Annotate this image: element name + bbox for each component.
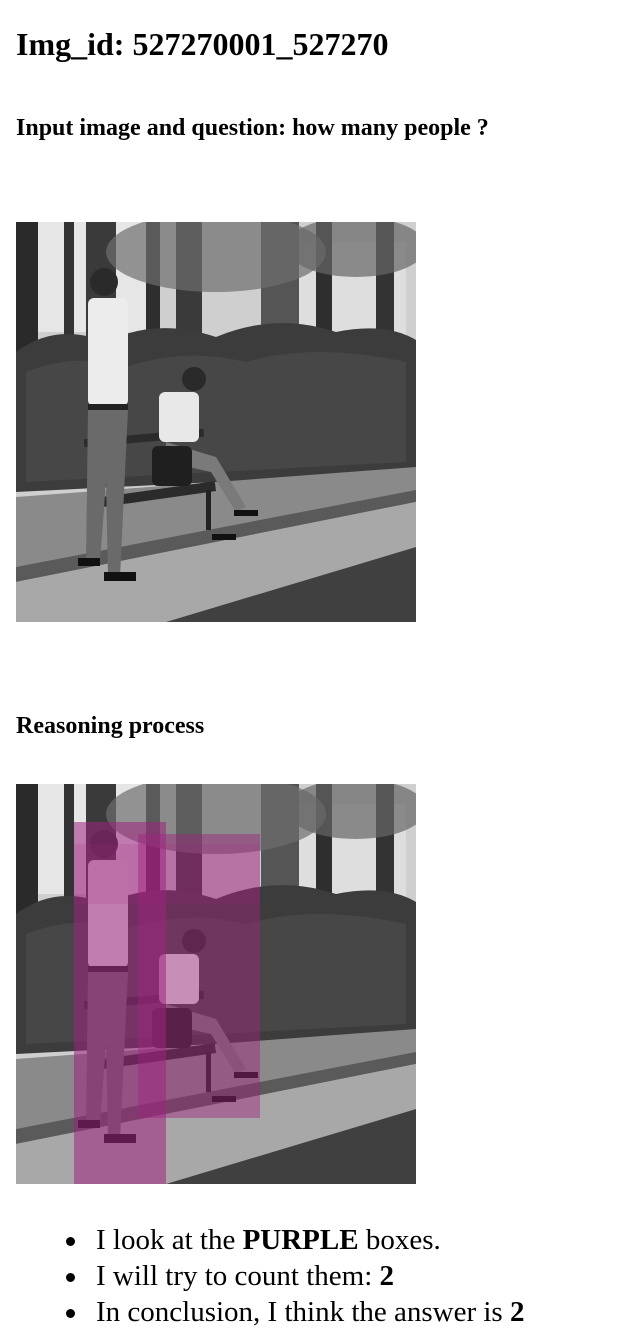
reasoning-step: In conclusion, I think the answer is 2	[65, 1296, 525, 1328]
reasoning-heading: Reasoning process	[16, 713, 205, 739]
purple-box-standing-person	[74, 822, 166, 1184]
park-scene-illustration	[16, 222, 416, 622]
purple-box-seated-person	[138, 834, 260, 1118]
reasoning-steps: I look at the PURPLE boxes. I will try t…	[0, 1222, 524, 1330]
question-heading: Input image and question: how many peopl…	[16, 115, 489, 141]
reasoning-step: I look at the PURPLE boxes.	[65, 1222, 524, 1258]
park-scene-annotated-illustration	[16, 784, 416, 1184]
reasoning-image	[16, 784, 416, 1184]
reasoning-step: I will try to count them: 2	[65, 1258, 524, 1294]
page-title: Img_id: 527270001_527270	[16, 26, 389, 62]
input-image	[16, 222, 416, 622]
